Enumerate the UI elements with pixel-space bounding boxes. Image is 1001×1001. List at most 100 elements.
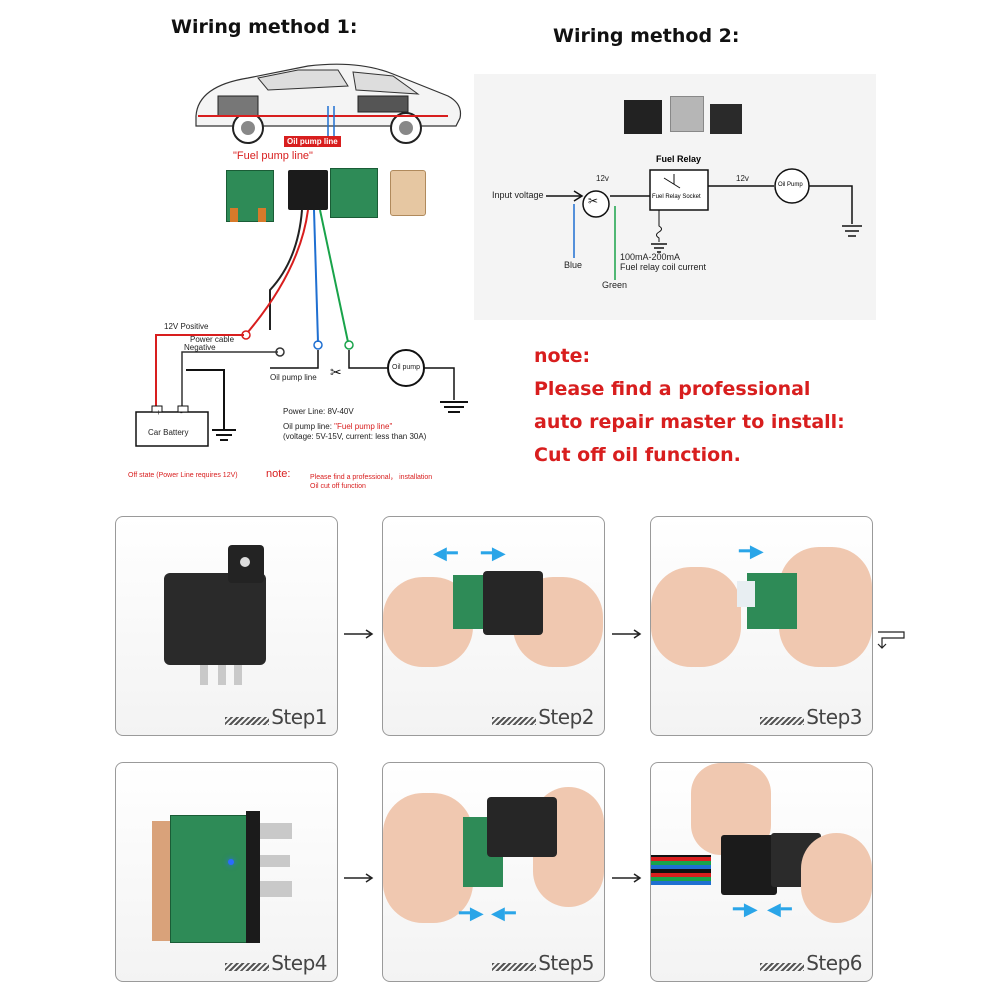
step3-label: Step3 bbox=[806, 705, 862, 729]
relay-pin bbox=[200, 665, 208, 685]
small-note-line1: Please find a professional， installation bbox=[310, 474, 433, 481]
coil-current-label: Fuel relay coil current bbox=[620, 262, 707, 272]
arrow-right-icon: ━▶ bbox=[739, 541, 764, 561]
off-state-note: Off state (Power Line requires 12V) bbox=[128, 472, 238, 479]
arrow-right-icon: ━▶ bbox=[733, 899, 758, 919]
arrow-step2-to-step3-icon bbox=[612, 629, 642, 639]
small-note-line2: Oil cut off function bbox=[310, 483, 366, 490]
battery-plus: + bbox=[156, 408, 161, 417]
blue-wire-label: Blue bbox=[564, 260, 583, 270]
voltage-12v-right: 12v bbox=[736, 174, 749, 183]
left-hand bbox=[651, 567, 741, 667]
board-pin bbox=[258, 208, 266, 222]
battery-minus: - bbox=[180, 408, 183, 417]
sim-card bbox=[737, 581, 755, 607]
arrow-step1-to-step2-icon bbox=[344, 629, 374, 639]
relay-pin bbox=[218, 665, 226, 685]
arrow-left-icon: ◀━ bbox=[433, 543, 458, 563]
gps-antenna bbox=[390, 170, 426, 216]
scissors-icon: ✂ bbox=[330, 364, 342, 380]
right-hand bbox=[801, 833, 872, 923]
relay-base bbox=[246, 811, 260, 943]
relay-photo-dark bbox=[710, 104, 742, 134]
note-line2: Please find a professional bbox=[534, 378, 811, 400]
relay-housing bbox=[288, 170, 328, 210]
label-negative: Negative bbox=[184, 343, 216, 352]
note-line3: auto repair master to install: bbox=[534, 411, 845, 433]
relay-photo-gray bbox=[670, 96, 704, 132]
step5-label: Step5 bbox=[538, 951, 594, 975]
wiring-method-1-title: Wiring method 1: bbox=[171, 16, 358, 38]
fuel-relay-socket-label: Fuel Relay Socket bbox=[652, 194, 701, 200]
pcb-board bbox=[170, 815, 252, 943]
step4-label: Step4 bbox=[271, 951, 327, 975]
relay-pin bbox=[234, 665, 242, 685]
step-hatch-decoration bbox=[225, 717, 269, 725]
note-line4: Cut off oil function. bbox=[534, 444, 741, 466]
step-hatch-decoration bbox=[760, 717, 804, 725]
arrow-left-icon: ◀━ bbox=[491, 903, 516, 923]
arrow-wrap-to-next-row-icon bbox=[877, 631, 905, 649]
wiring-method-1-diagram: Oil pump line "Fuel pump line" 12 bbox=[120, 50, 490, 500]
step-hatch-decoration bbox=[492, 963, 536, 971]
step6-panel: ━▶ ◀━ Step6 bbox=[650, 762, 873, 982]
relay-pin bbox=[260, 823, 292, 839]
wiring-method-2-diagram: ✂ Fuel Relay Input voltage 12v 12v Fuel … bbox=[474, 74, 876, 320]
relay-socket bbox=[721, 835, 777, 895]
oil-pump-line-quote: "Fuel pump line" bbox=[334, 422, 393, 431]
small-note-label: note: bbox=[266, 468, 291, 480]
left-hand bbox=[383, 793, 473, 923]
step6-label: Step6 bbox=[806, 951, 862, 975]
step1-panel: Step1 bbox=[115, 516, 338, 736]
wire-bundle bbox=[651, 855, 711, 885]
green-wire-label: Green bbox=[602, 280, 628, 290]
step4-panel: Step4 bbox=[115, 762, 338, 982]
relay-photo bbox=[164, 573, 266, 665]
car-illustration bbox=[195, 63, 462, 144]
step5-panel: ━▶ ◀━ Step5 bbox=[382, 762, 605, 982]
step2-label: Step2 bbox=[538, 705, 594, 729]
arrow-step4-to-step5-icon bbox=[344, 873, 374, 883]
note-line1: note: bbox=[534, 345, 591, 367]
label-oil-pump: Oil pump bbox=[392, 364, 421, 371]
relay-pin bbox=[260, 881, 292, 897]
arrow-right-icon: ━▶ bbox=[481, 543, 506, 563]
relay-cover bbox=[483, 571, 543, 635]
wiring-lines bbox=[135, 209, 468, 447]
arrow-step5-to-step6-icon bbox=[612, 873, 642, 883]
relay-cover bbox=[487, 797, 557, 857]
oil-pump-line-box: Oil pump line bbox=[284, 136, 341, 147]
current-range-label: 100mA-200mA bbox=[620, 252, 681, 262]
relay-wiring-lines bbox=[546, 168, 862, 280]
oil-pump-label: Oil Pump bbox=[778, 182, 803, 188]
label-power-cable: Power cable bbox=[190, 335, 235, 344]
label-12v-positive: 12V Positive bbox=[164, 322, 209, 331]
oil-pump-line-spec: Oil pump line: "Fuel pump line" bbox=[283, 422, 392, 431]
step1-label: Step1 bbox=[271, 705, 327, 729]
arrow-left-icon: ◀━ bbox=[767, 899, 792, 919]
status-led bbox=[228, 859, 234, 865]
oil-pump-line-prefix: Oil pump line: bbox=[283, 422, 335, 431]
step3-panel: ━▶ Step3 bbox=[650, 516, 873, 736]
step-hatch-decoration bbox=[225, 963, 269, 971]
power-line-spec: Power Line: 8V-40V bbox=[283, 407, 354, 416]
step2-panel: ◀━ ━▶ Step2 bbox=[382, 516, 605, 736]
board-pin bbox=[230, 208, 238, 222]
voltage-current-spec: (voltage: 5V-15V, current: less than 30A… bbox=[283, 432, 427, 441]
wiring-method-2-title: Wiring method 2: bbox=[553, 25, 740, 47]
step-hatch-decoration bbox=[760, 963, 804, 971]
installation-note: note: Please find a professional auto re… bbox=[534, 340, 845, 472]
scissors-icon: ✂ bbox=[588, 194, 599, 208]
fuel-pump-line-caption: "Fuel pump line" bbox=[233, 150, 313, 162]
fuel-relay-label: Fuel Relay bbox=[656, 154, 702, 164]
battery-label: Car Battery bbox=[148, 428, 189, 437]
arrow-right-icon: ━▶ bbox=[459, 903, 484, 923]
step-hatch-decoration bbox=[492, 717, 536, 725]
voltage-12v-left: 12v bbox=[596, 174, 609, 183]
relay-photo-black bbox=[624, 100, 662, 134]
mount-hole bbox=[240, 557, 250, 567]
label-oil-pump-line: Oil pump line bbox=[270, 373, 317, 382]
relay-pin bbox=[260, 855, 290, 867]
relay-board bbox=[330, 168, 378, 218]
pcb-board bbox=[747, 573, 797, 629]
